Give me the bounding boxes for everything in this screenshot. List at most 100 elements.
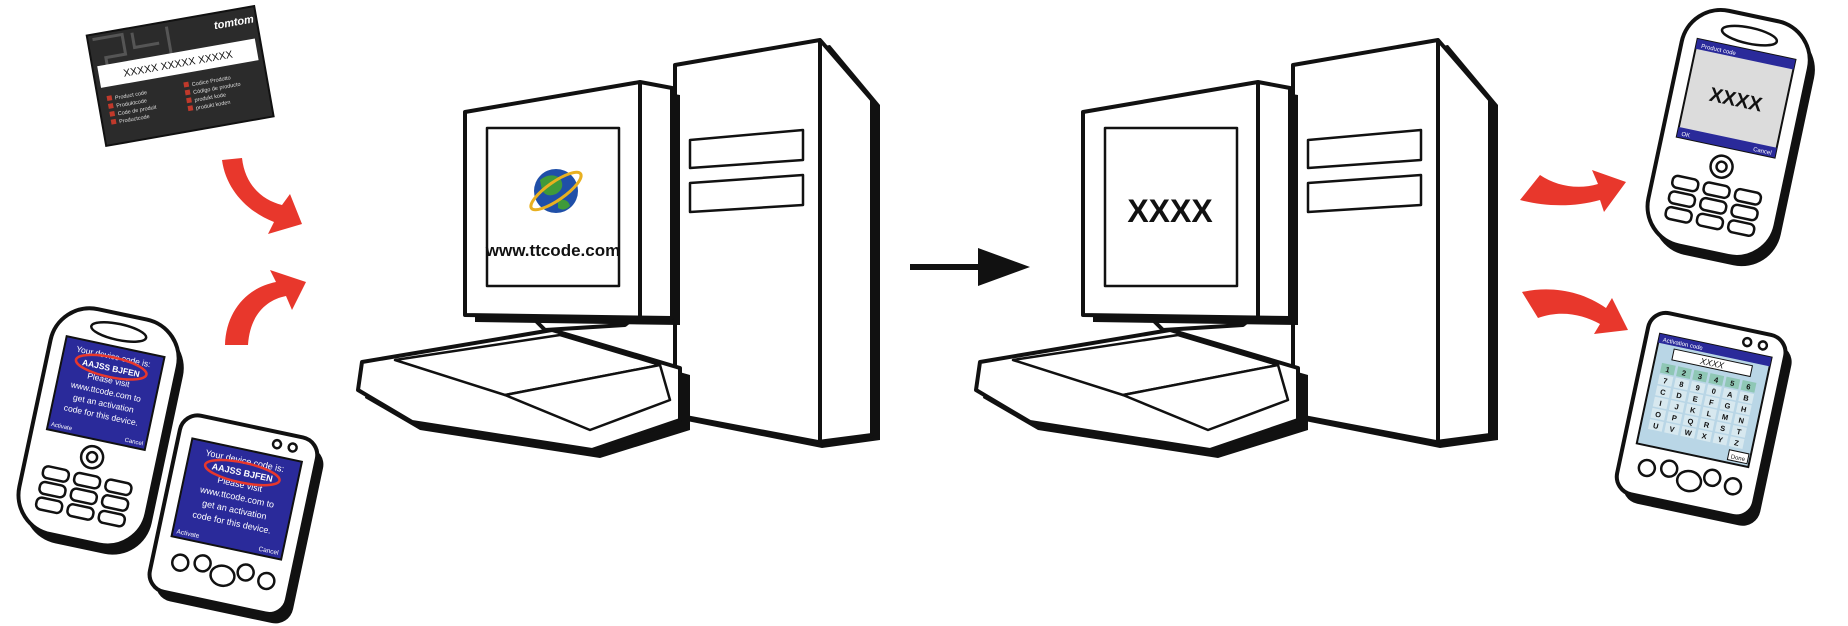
pda-key-w: W bbox=[1684, 428, 1694, 438]
card-label-left-2: Produktcode bbox=[116, 98, 147, 109]
pda-key-bg bbox=[1703, 395, 1720, 409]
pda-key-u: U bbox=[1652, 421, 1659, 431]
pda-key-bg bbox=[1671, 388, 1688, 402]
pda-key-bg bbox=[1689, 380, 1706, 394]
pda-key-f: F bbox=[1708, 398, 1715, 408]
computer-activation-code: XXXX bbox=[974, 38, 1498, 458]
right-phone-soft-right: Cancel bbox=[1752, 147, 1772, 157]
pda-key-8: 8 bbox=[1679, 380, 1685, 390]
pda-key-4: 4 bbox=[1713, 375, 1720, 385]
pda-key-bg bbox=[1657, 374, 1674, 387]
pda-key-bg bbox=[1714, 421, 1731, 435]
pda-key-c: C bbox=[1659, 387, 1667, 397]
pda-key-e: E bbox=[1692, 394, 1699, 404]
pda-key-3: 3 bbox=[1697, 372, 1703, 382]
card-label-left-1: Product code bbox=[115, 90, 148, 102]
pda-key-z: Z bbox=[1733, 438, 1740, 448]
pda-key-a: A bbox=[1726, 390, 1734, 400]
pda-key-t: T bbox=[1736, 427, 1743, 437]
pda-key-bg bbox=[1650, 407, 1667, 421]
pda-key-bg bbox=[1731, 425, 1747, 438]
pda-key-bg bbox=[1740, 380, 1757, 393]
pda-key-s: S bbox=[1719, 423, 1726, 433]
pda-key-2: 2 bbox=[1681, 368, 1687, 378]
red-arrow-computer-to-phone bbox=[1520, 170, 1626, 212]
globe-icon bbox=[529, 169, 583, 213]
black-arrow bbox=[910, 248, 1030, 286]
pda-device-code-highlight bbox=[203, 458, 281, 487]
pda-key-r: R bbox=[1703, 420, 1711, 430]
pda-key-v: V bbox=[1669, 424, 1676, 434]
red-arrow-card-to-computer bbox=[222, 158, 302, 234]
pda-key-5: 5 bbox=[1729, 379, 1735, 389]
pda-key-b: B bbox=[1742, 393, 1750, 403]
pda-key-bg bbox=[1673, 377, 1690, 391]
right-pda-done-button: Done bbox=[1730, 454, 1746, 463]
pda-key-q: Q bbox=[1687, 417, 1695, 427]
pda-key-bg bbox=[1717, 410, 1734, 424]
pda-key-bg bbox=[1692, 369, 1709, 383]
pda-key-bg bbox=[1698, 418, 1715, 431]
pda-key-h: H bbox=[1740, 404, 1747, 414]
left-pda-soft-left: Activate bbox=[176, 528, 200, 540]
pda-key-bg bbox=[1682, 414, 1699, 428]
pda-key-9: 9 bbox=[1695, 383, 1701, 393]
pda-key-k: K bbox=[1689, 405, 1697, 415]
pda-key-bg bbox=[1712, 432, 1729, 446]
pda-key-bg bbox=[1687, 392, 1704, 405]
pda-key-bg bbox=[1668, 400, 1685, 413]
pda-key-y: Y bbox=[1717, 435, 1724, 445]
pda-key-d: D bbox=[1676, 391, 1684, 401]
product-code-card: tomtom XXXXX XXXXX XXXXX Product code Pr… bbox=[85, 4, 275, 148]
left-phone-soft-left: Activate bbox=[50, 422, 73, 432]
left-pda-soft-right: Cancel bbox=[258, 546, 280, 557]
activation-code-on-screen: XXXX bbox=[1127, 193, 1213, 229]
pda-key-bg bbox=[1685, 403, 1701, 417]
pda-key-bg bbox=[1724, 376, 1741, 390]
pda-key-6: 6 bbox=[1745, 382, 1751, 392]
pda-key-l: L bbox=[1706, 409, 1713, 419]
computer-website: www.ttcode.com bbox=[356, 38, 880, 458]
card-label-left-4: Productcode bbox=[119, 114, 150, 125]
card-label-right-4: produkt koden bbox=[196, 100, 231, 112]
red-arrow-computer-to-pda bbox=[1522, 289, 1628, 334]
pda-key-bg bbox=[1708, 373, 1725, 386]
pda-key-bg bbox=[1664, 422, 1680, 436]
pda-key-p: P bbox=[1671, 413, 1678, 423]
pda-key-bg bbox=[1652, 396, 1669, 410]
pda-key-bg bbox=[1696, 429, 1713, 443]
right-monitor-screen bbox=[1103, 126, 1239, 288]
right-mobile-phone: Product code XXXX OK Cancel bbox=[1645, 7, 1815, 267]
pda-key-bg bbox=[1735, 402, 1752, 416]
pda-key-x: X bbox=[1701, 431, 1708, 441]
pda-key-bg bbox=[1728, 436, 1745, 449]
pda-key-i: I bbox=[1659, 399, 1663, 408]
pda-key-0: 0 bbox=[1711, 386, 1717, 396]
pda-key-7: 7 bbox=[1662, 376, 1668, 386]
pda-key-bg bbox=[1676, 366, 1692, 379]
pda-key-m: M bbox=[1721, 412, 1729, 422]
pda-key-bg bbox=[1705, 384, 1722, 398]
pda-key-bg bbox=[1648, 419, 1664, 432]
pda-key-bg bbox=[1722, 387, 1738, 401]
pda-key-g: G bbox=[1724, 401, 1732, 411]
pda-key-n: N bbox=[1738, 416, 1745, 426]
right-phone-soft-left: OK bbox=[1681, 132, 1691, 140]
pda-key-j: J bbox=[1674, 402, 1680, 412]
website-url: www.ttcode.com bbox=[485, 241, 620, 260]
pda-key-o: O bbox=[1654, 410, 1662, 420]
left-mobile-phone: Your device code is: AAJSS BJFEN Please … bbox=[16, 306, 184, 555]
device-code-highlight bbox=[74, 353, 148, 381]
card-label-right-3: produkt kode bbox=[194, 92, 226, 103]
pda-key-bg bbox=[1738, 391, 1755, 404]
pda-key-bg bbox=[1659, 362, 1676, 376]
pda-key-bg bbox=[1719, 399, 1736, 412]
pda-key-bg bbox=[1655, 385, 1671, 399]
red-arrow-devices-to-computer bbox=[225, 270, 306, 345]
pda-key-bg bbox=[1733, 413, 1750, 427]
left-pda: Your device code is: AAJSS BJFEN Please … bbox=[147, 413, 324, 624]
pda-key-bg bbox=[1666, 411, 1683, 424]
